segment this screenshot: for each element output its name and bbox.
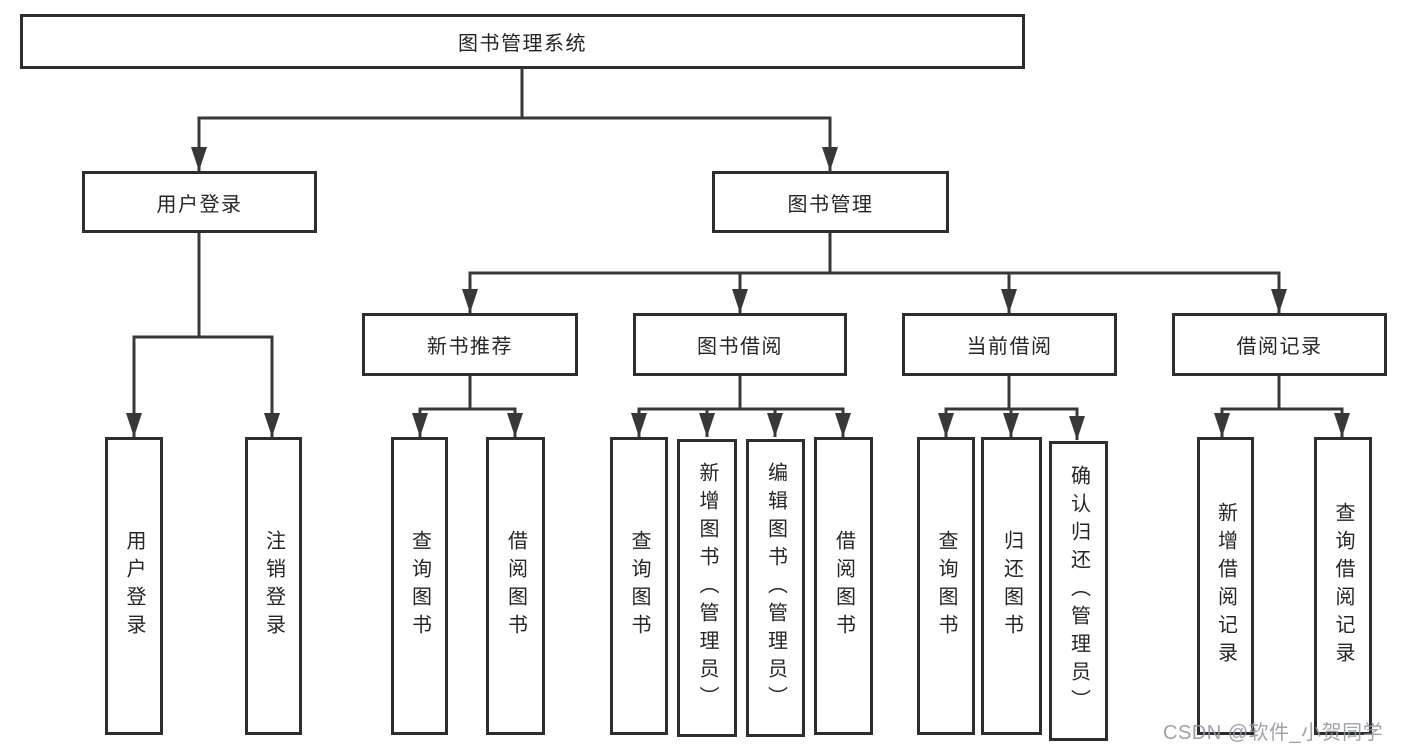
node-label: 注销登录	[262, 530, 285, 642]
node-leaf-borrow-books-2: 借阅图书	[814, 437, 873, 735]
node-leaf-confirm-return-admin: 确认归还（管理员）	[1049, 441, 1108, 741]
node-root: 图书管理系统	[20, 14, 1025, 69]
arrowhead	[191, 147, 207, 171]
arrowhead	[699, 413, 715, 437]
arrowhead	[412, 413, 428, 437]
node-label: 归还图书	[1000, 530, 1023, 642]
node-label: 查询图书	[408, 530, 431, 642]
node-leaf-add-book-admin: 新增图书（管理员）	[677, 439, 737, 737]
node-book-management: 图书管理	[712, 171, 949, 233]
arrowhead	[822, 147, 838, 171]
connector	[132, 335, 274, 437]
connector	[468, 271, 1281, 313]
node-label: 查询图书	[628, 530, 650, 642]
arrowhead	[507, 413, 523, 437]
connector	[1220, 407, 1344, 437]
arrowhead	[938, 413, 954, 437]
node-label: 查询图书	[935, 530, 957, 642]
arrowhead	[1069, 416, 1085, 440]
node-label: 图书借阅	[697, 336, 783, 358]
node-leaf-query-borrow-record: 查询借阅记录	[1314, 437, 1372, 735]
node-leaf-return-book: 归还图书	[981, 437, 1042, 735]
node-borrow-records: 借阅记录	[1172, 313, 1387, 376]
node-label: 编辑图书（管理员）	[764, 462, 787, 714]
node-label: 用户登录	[123, 530, 145, 642]
node-label: 新增图书（管理员）	[696, 462, 718, 714]
node-label: 确认归还（管理员）	[1067, 465, 1090, 717]
arrowhead	[835, 413, 851, 437]
node-book-borrow: 图书借阅	[633, 313, 847, 376]
connector	[418, 407, 517, 437]
node-label: 图书管理系统	[458, 33, 587, 55]
node-leaf-user-login: 用户登录	[105, 437, 163, 735]
arrowhead	[767, 413, 783, 437]
node-leaf-logout: 注销登录	[245, 437, 302, 735]
arrowhead	[631, 413, 647, 437]
arrowhead	[264, 413, 280, 437]
node-label: 新书推荐	[427, 336, 513, 358]
arrowhead	[732, 289, 748, 313]
node-label: 借阅图书	[504, 530, 527, 642]
node-leaf-query-books-3: 查询图书	[917, 437, 975, 735]
arrowhead	[1003, 413, 1019, 437]
node-current-borrow: 当前借阅	[902, 313, 1117, 376]
node-label: 借阅图书	[832, 530, 855, 642]
connector	[637, 407, 845, 437]
node-label: 查询借阅记录	[1332, 502, 1354, 670]
node-label: 借阅记录	[1236, 336, 1323, 358]
connector	[197, 116, 832, 171]
node-user-login: 用户登录	[82, 171, 317, 233]
node-leaf-add-borrow-record: 新增借阅记录	[1197, 437, 1254, 735]
node-leaf-query-books-2: 查询图书	[610, 437, 668, 735]
node-leaf-query-books-1: 查询图书	[391, 437, 448, 735]
node-label: 图书管理	[787, 193, 874, 216]
node-label: 用户登录	[156, 193, 243, 216]
arrowhead	[1214, 413, 1230, 437]
node-leaf-borrow-books-1: 借阅图书	[486, 437, 545, 735]
node-label: 新增借阅记录	[1214, 502, 1237, 670]
arrowhead	[462, 289, 478, 313]
node-label: 当前借阅	[966, 336, 1053, 358]
node-new-book-recommend: 新书推荐	[362, 313, 578, 376]
arrowhead	[126, 413, 142, 437]
arrowhead	[1271, 289, 1287, 313]
node-leaf-edit-book-admin: 编辑图书（管理员）	[746, 439, 805, 737]
arrowhead	[1001, 289, 1017, 313]
arrowhead	[1334, 413, 1350, 437]
csdn-watermark: CSDN @软件_小贺同学	[1163, 722, 1384, 744]
